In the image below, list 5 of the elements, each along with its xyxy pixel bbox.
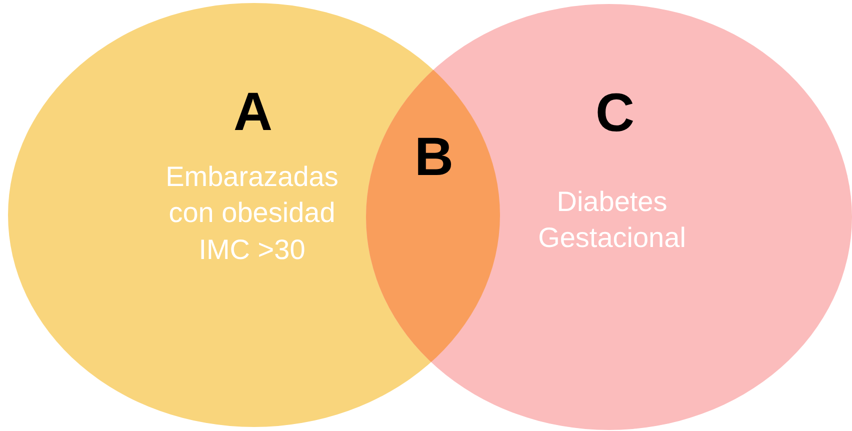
set-letter: C [594,86,636,140]
set-description: Embarazadas con obesidad IMC >30 [164,160,340,267]
set-letter: B [414,130,454,184]
set-letter: A [232,85,274,139]
set-description: Diabetes Gestacional [537,185,687,256]
